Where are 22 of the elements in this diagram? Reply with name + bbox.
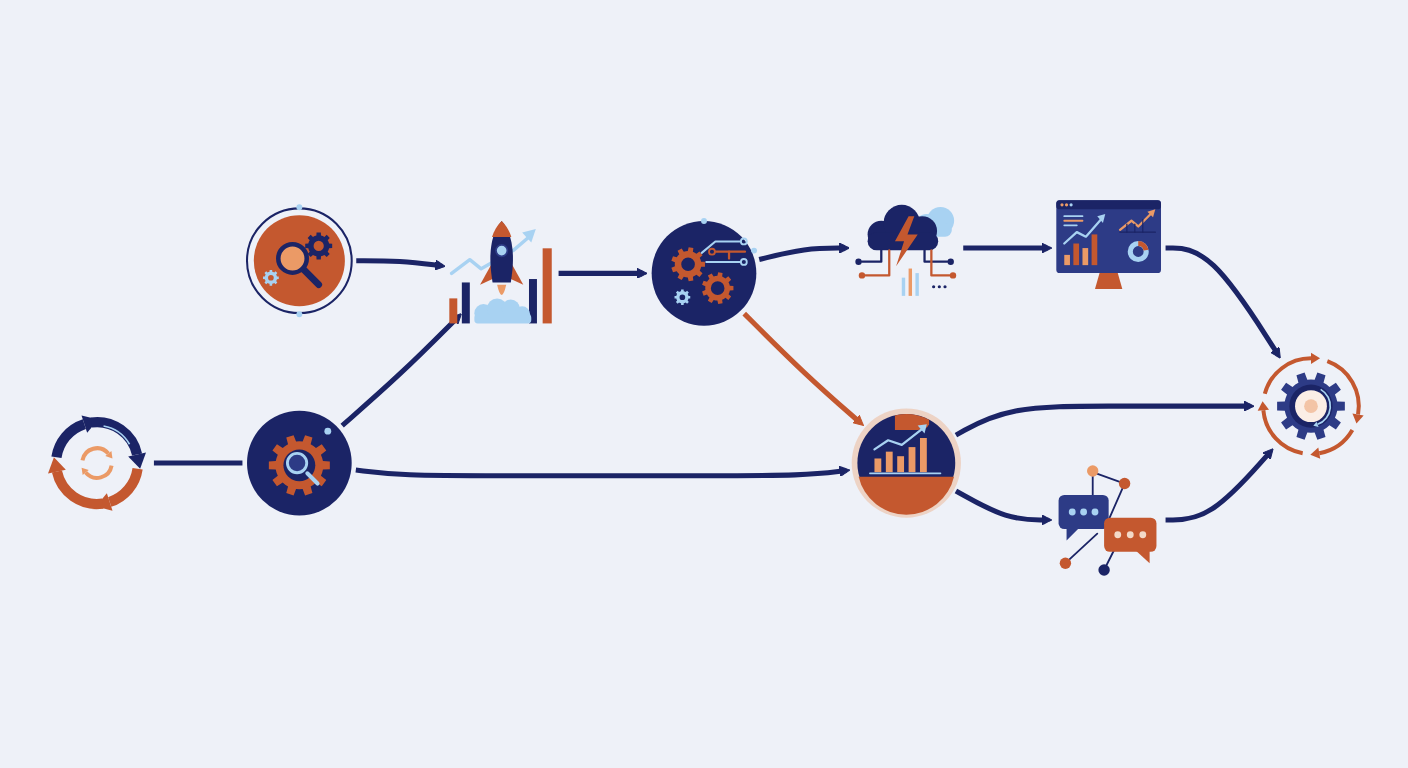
arrow xyxy=(954,400,1255,438)
cycle-arrows-icon xyxy=(48,415,146,511)
arrow xyxy=(356,258,446,271)
arrow xyxy=(355,465,851,479)
dashboard-monitor-icon xyxy=(1056,200,1161,290)
arrow xyxy=(1165,245,1281,359)
gear-magnifier-icon xyxy=(247,410,352,516)
gear-cycle-icon xyxy=(1257,352,1364,459)
bar-chart-icon xyxy=(851,408,961,518)
arrow xyxy=(1165,448,1274,523)
arrow xyxy=(742,311,864,427)
arrow xyxy=(340,313,462,428)
magnifier-gears-icon xyxy=(245,204,353,318)
arrow xyxy=(963,242,1053,254)
arrow xyxy=(558,267,648,279)
chat-network-icon xyxy=(1058,465,1157,576)
arrow xyxy=(954,488,1053,526)
connector-line xyxy=(153,460,243,466)
cloud-lightning-icon xyxy=(855,204,957,296)
gears-circuit-icon xyxy=(651,218,758,326)
arrow xyxy=(758,242,850,262)
rocket-chart-icon xyxy=(449,221,552,324)
